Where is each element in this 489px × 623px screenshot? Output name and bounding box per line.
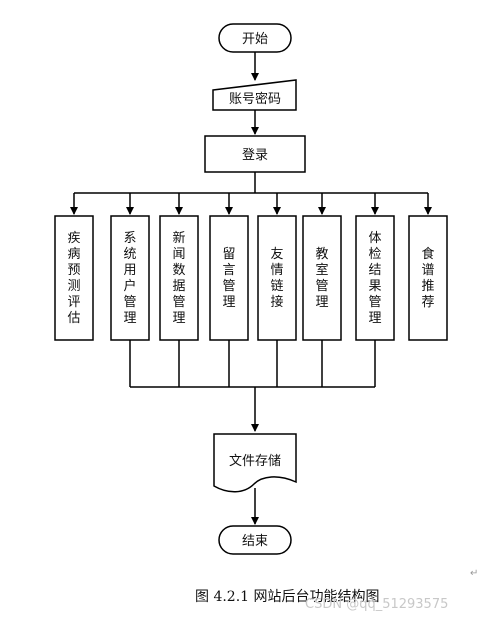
module-label-4: 留言管理	[222, 247, 235, 310]
storage-label: 文件存储	[229, 454, 281, 469]
module-box-1: 疾病预测评估	[54, 215, 94, 341]
module-box-7: 体检结果管理	[355, 215, 395, 341]
watermark: CSDN @qq_51293575	[305, 597, 449, 612]
module-box-8: 食谱推荐	[408, 215, 448, 341]
end-label: 结束	[242, 534, 268, 549]
storage-node: 文件存储	[213, 433, 297, 493]
merge-drops	[129, 340, 376, 387]
module-box-5: 友情链接	[257, 215, 297, 341]
figure-caption: 图 4.2.1 网站后台功能结构图	[195, 589, 380, 605]
input-node: 账号密码	[212, 79, 297, 111]
module-label-5: 友情链接	[270, 246, 283, 310]
module-label-8: 食谱推荐	[421, 246, 434, 310]
module-label-3: 新闻数据管理	[172, 230, 185, 326]
module-box-3: 新闻数据管理	[159, 215, 199, 341]
login-label: 登录	[242, 148, 268, 163]
paragraph-mark: ↵	[470, 568, 479, 579]
start-terminal: 开始	[218, 23, 292, 53]
input-label: 账号密码	[229, 91, 281, 107]
end-terminal: 结束	[218, 525, 292, 555]
start-label: 开始	[242, 32, 268, 47]
module-label-2: 系统用户管理	[123, 231, 136, 326]
module-label-1: 疾病预测评估	[67, 231, 80, 326]
module-label-6: 教室管理	[315, 246, 328, 310]
module-label-7: 体检结果管理	[368, 231, 381, 326]
module-boxes: 疾病预测评估 系统用户管理 新闻数据管理 留言管理 友情链接 教室管理 体检结果管理 食谱推荐	[54, 215, 448, 341]
module-box-2: 系统用户管理	[110, 215, 150, 341]
login-node: 登录	[204, 135, 306, 173]
module-box-6: 教室管理	[302, 215, 342, 341]
module-box-4: 留言管理	[209, 215, 249, 341]
module-arrows	[70, 193, 432, 215]
